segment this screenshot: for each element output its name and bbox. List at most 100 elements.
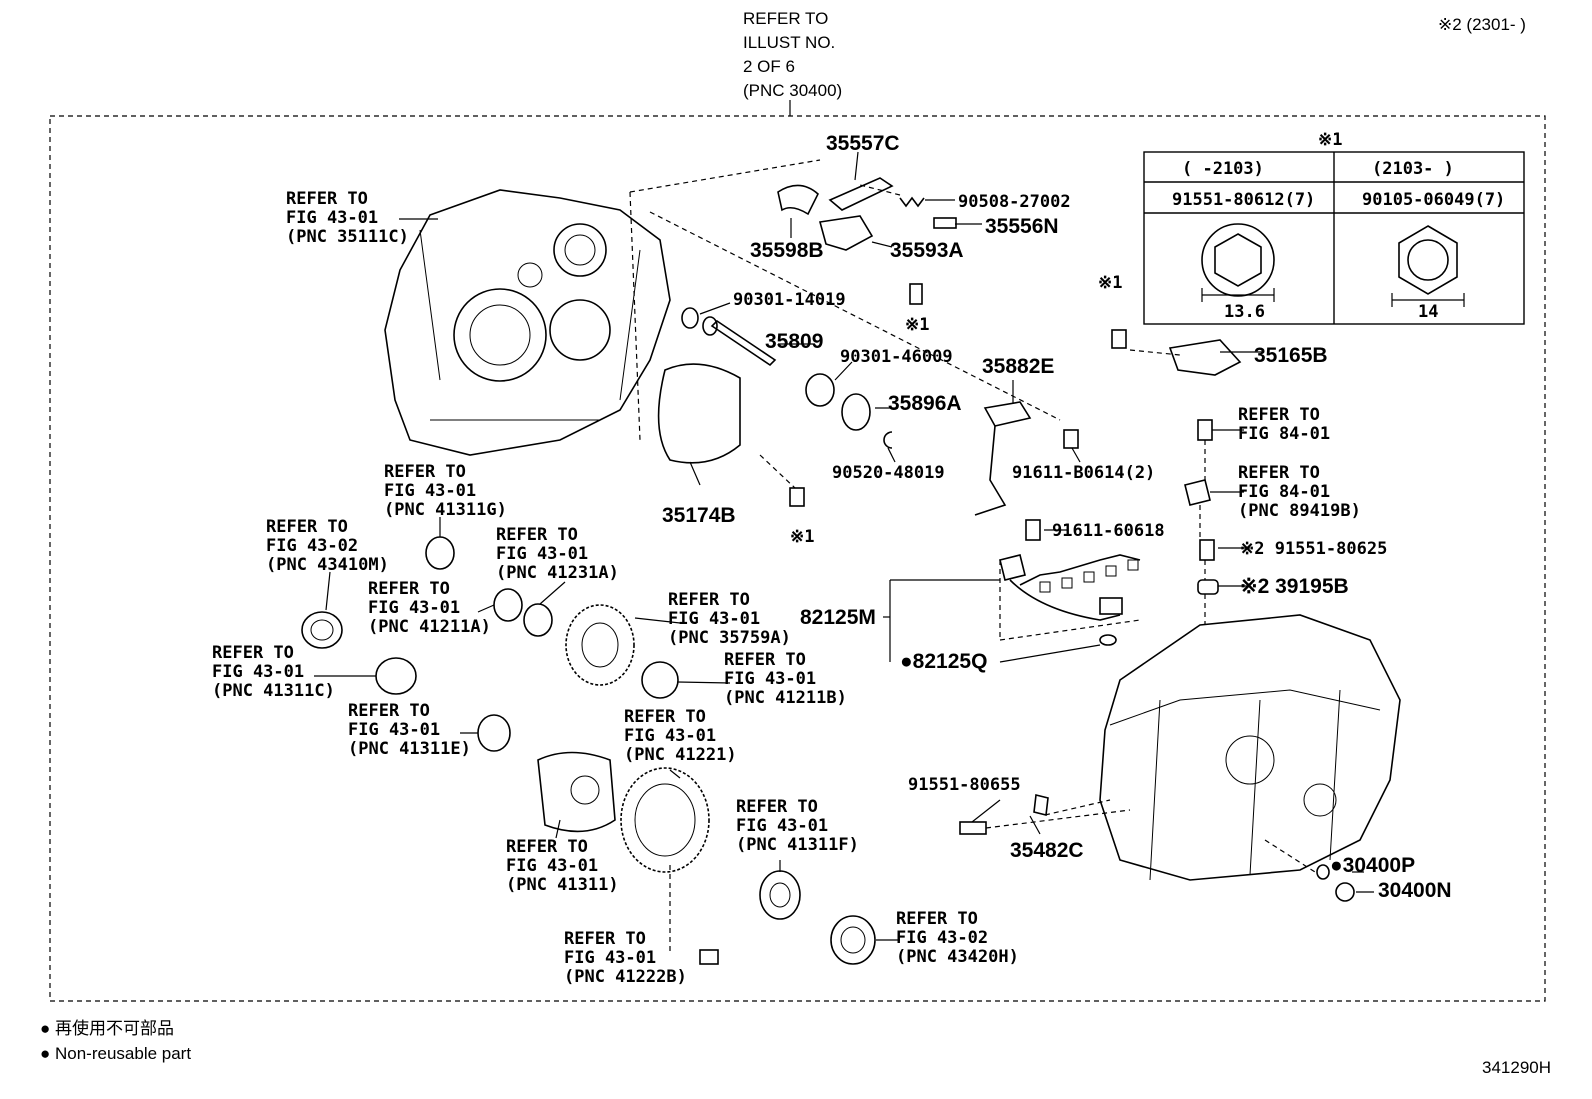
assembly-lines	[629, 159, 1316, 955]
ring-gear-41221	[620, 767, 710, 873]
ref-41222B: REFER TO FIG 43-01 (PNC 41222B)	[564, 929, 687, 987]
shaft-and-seals	[657, 307, 893, 507]
svg-text:FIG 43-02: FIG 43-02	[896, 928, 988, 948]
bolt-spec-table: ※1 ( -2103) (2103- ) 91551-80612(7) 9010…	[1143, 130, 1525, 325]
bolt-head-icon	[1407, 239, 1449, 281]
legend-non-reusable: ● Non-reusable part	[40, 1044, 191, 1063]
bolt-hex-icon	[1398, 225, 1458, 295]
clip-35482C	[1033, 794, 1049, 816]
svg-text:FIG 43-01: FIG 43-01	[724, 669, 816, 689]
svg-text:FIG 43-01: FIG 43-01	[348, 720, 440, 740]
svg-text:(PNC 41311E): (PNC 41311E)	[348, 739, 471, 759]
label-x1-cover-bolt: ※1	[790, 527, 814, 547]
svg-text:REFER TO: REFER TO	[266, 517, 348, 537]
ref-41211B: REFER TO FIG 43-01 (PNC 41211B)	[724, 650, 847, 708]
bearing-41311E	[477, 714, 511, 752]
label-91551-80655: 91551-80655	[908, 775, 1021, 795]
svg-text:(PNC 43410M): (PNC 43410M)	[266, 555, 389, 575]
svg-text:(PNC 89419B): (PNC 89419B)	[1238, 501, 1361, 521]
label-35165B: 35165B	[1254, 344, 1328, 367]
label-x1-bracket-bolt: ※1	[1098, 273, 1122, 293]
sensor-35593A	[818, 215, 874, 251]
svg-text:REFER TO: REFER TO	[286, 189, 368, 209]
ref-84-01: REFER TO FIG 84-01	[1238, 405, 1330, 444]
ref-41311F: REFER TO FIG 43-01 (PNC 41311F)	[736, 797, 859, 855]
label-35593A: 35593A	[890, 239, 964, 262]
sensors-right	[1184, 419, 1219, 595]
svg-text:(PNC 41311F): (PNC 41311F)	[736, 835, 859, 855]
svg-text:FIG 43-01: FIG 43-01	[506, 856, 598, 876]
seal-41311C	[375, 657, 417, 695]
bearing-41231A	[523, 603, 553, 637]
svg-text:(PNC 35111C): (PNC 35111C)	[286, 227, 409, 247]
gears-and-bearings	[301, 536, 876, 965]
ref-41211A: REFER TO FIG 43-01 (PNC 41211A)	[368, 579, 491, 637]
lever-35557C	[828, 177, 894, 211]
svg-text:FIG 43-01: FIG 43-01	[368, 598, 460, 618]
label-82125Q: ●82125Q	[900, 650, 987, 673]
svg-text:(PNC 35759A): (PNC 35759A)	[668, 628, 791, 648]
svg-text:FIG 43-01: FIG 43-01	[668, 609, 760, 629]
svg-text:(PNC 41311C): (PNC 41311C)	[212, 681, 335, 701]
ref-43420H: REFER TO FIG 43-02 (PNC 43420H)	[896, 909, 1019, 967]
shaft-35809	[710, 319, 777, 367]
header-refer-line-2: ILLUST NO.	[743, 33, 835, 52]
svg-text:FIG 43-01: FIG 43-01	[736, 816, 828, 836]
bearing-41211A	[493, 588, 523, 622]
ref-41311G: REFER TO FIG 43-01 (PNC 41311G)	[384, 462, 507, 520]
legend-japanese: ● 再使用不可部品	[40, 1018, 174, 1038]
label-30400P: ●30400P	[1330, 854, 1415, 877]
svg-text:REFER TO: REFER TO	[736, 797, 818, 817]
bolt-91551-80655	[959, 821, 987, 835]
svg-text:REFER TO: REFER TO	[506, 837, 588, 857]
label-91611-60618: 91611-60618	[1052, 521, 1165, 541]
clip-90520	[883, 431, 893, 449]
label-91611-B0614: 91611-B0614(2)	[1012, 463, 1155, 483]
label-35174B: 35174B	[662, 504, 736, 527]
seal-43420H	[830, 915, 876, 965]
ref-35759A: REFER TO FIG 43-01 (PNC 35759A)	[668, 590, 791, 648]
ref-41311: REFER TO FIG 43-01 (PNC 41311)	[506, 837, 619, 895]
svg-text:FIG 43-01: FIG 43-01	[384, 481, 476, 501]
svg-text:REFER TO: REFER TO	[1238, 463, 1320, 483]
svg-text:FIG 43-01: FIG 43-01	[286, 208, 378, 228]
svg-text:FIG 43-01: FIG 43-01	[212, 662, 304, 682]
label-35557C: 35557C	[826, 132, 900, 155]
bearing-41311F	[759, 870, 801, 920]
header-refer-note: REFER TO ILLUST NO. 2 OF 6 (PNC 30400)	[743, 9, 842, 116]
bearing-41211B	[641, 661, 679, 699]
svg-text:REFER TO: REFER TO	[624, 707, 706, 727]
table-col1-dimension: 13.6	[1224, 302, 1265, 322]
svg-text:REFER TO: REFER TO	[496, 525, 578, 545]
reference-notes: REFER TO FIG 43-01 (PNC 35111C) REFER TO…	[212, 189, 1361, 987]
transmission-housing-illustration	[384, 189, 671, 456]
label-90508-27002: 90508-27002	[958, 192, 1071, 212]
part-labels: 35557C 90508-27002 35556N 35598B 35593A …	[662, 132, 1452, 902]
wire-harness-82125M	[999, 519, 1141, 646]
o-ring-90301-14019	[681, 307, 699, 329]
label-90520-48019: 90520-48019	[832, 463, 945, 483]
svg-text:REFER TO: REFER TO	[212, 643, 294, 663]
bolt-x1	[909, 283, 923, 305]
bracket-35165B	[1111, 329, 1242, 376]
svg-text:FIG 43-01: FIG 43-01	[564, 948, 656, 968]
o-ring-90301-46009	[805, 373, 835, 407]
differential-41311	[537, 751, 616, 833]
svg-text:(PNC 41211A): (PNC 41211A)	[368, 617, 491, 637]
bracket-35882E	[974, 401, 1079, 516]
table-col1-header: ( -2103)	[1182, 159, 1264, 179]
label-30400N: 30400N	[1378, 879, 1452, 902]
svg-text:REFER TO: REFER TO	[724, 650, 806, 670]
header-refer-line-4: (PNC 30400)	[743, 81, 842, 100]
transmission-case-illustration	[1099, 614, 1401, 881]
svg-text:(PNC 41231A): (PNC 41231A)	[496, 563, 619, 583]
svg-text:FIG 43-01: FIG 43-01	[624, 726, 716, 746]
svg-text:FIG 84-01: FIG 84-01	[1238, 482, 1330, 502]
bolt-head-flange-icon	[1201, 223, 1275, 297]
bearing-43410M	[301, 611, 343, 649]
svg-text:REFER TO: REFER TO	[564, 929, 646, 949]
label-x1-bolt: ※1	[905, 315, 929, 335]
svg-text:FIG 43-01: FIG 43-01	[496, 544, 588, 564]
label-35896A: 35896A	[888, 392, 962, 415]
